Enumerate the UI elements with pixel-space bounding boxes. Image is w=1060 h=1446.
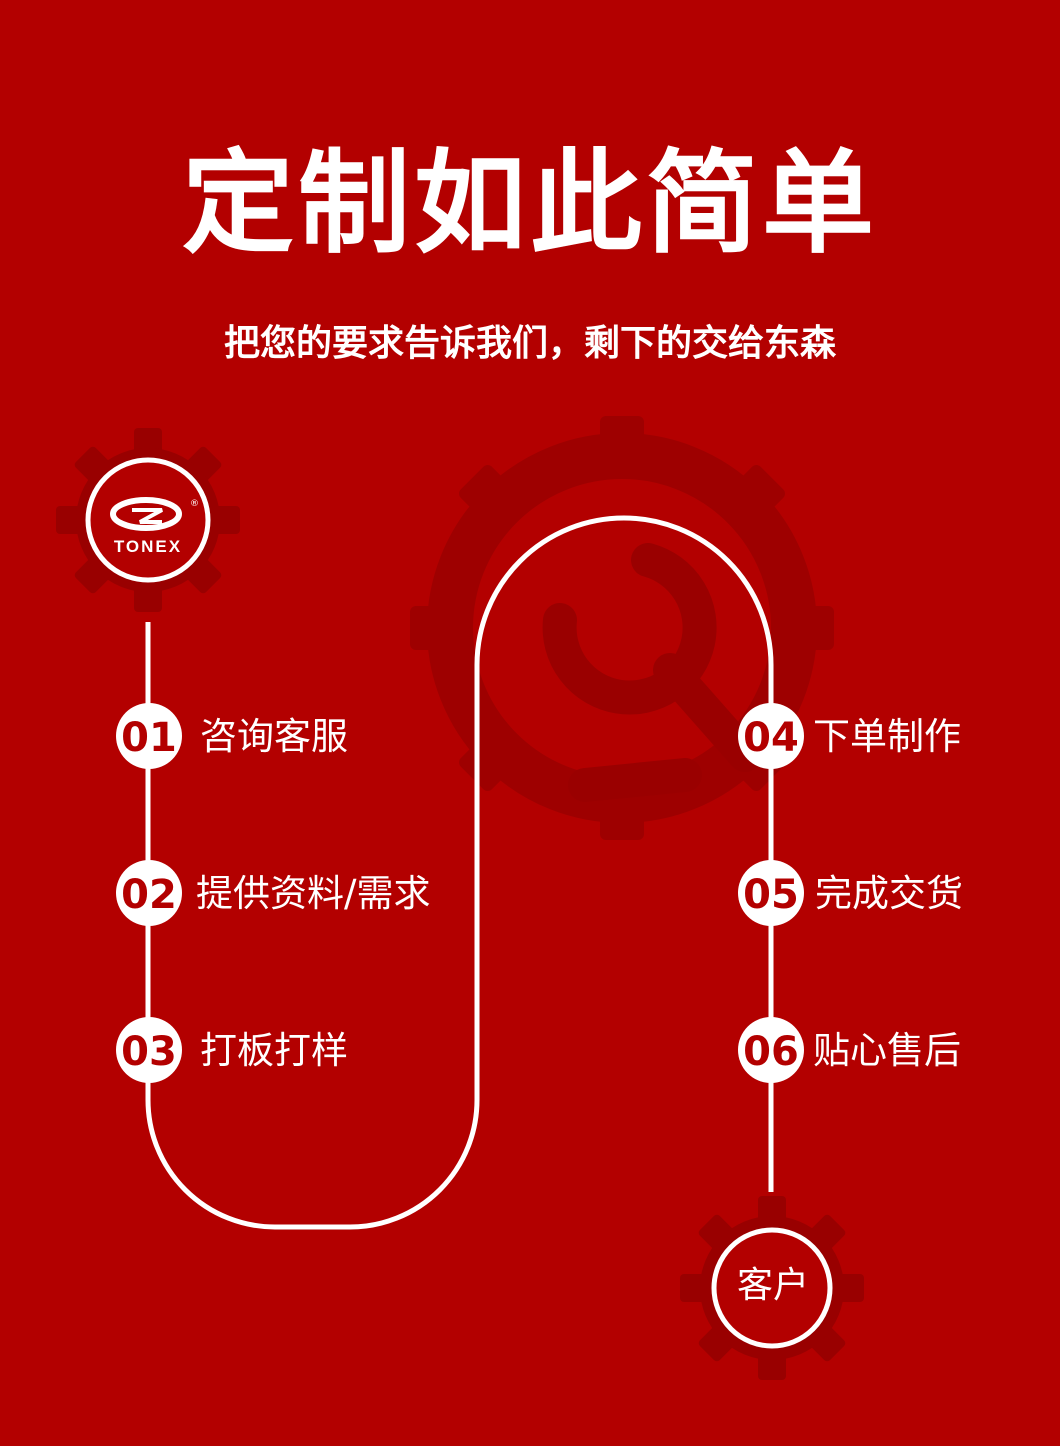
step-node-06: 06 (738, 1017, 804, 1083)
step-number: 02 (121, 872, 177, 918)
step-label-01: 咨询客服 (200, 715, 348, 758)
logo-text: TONEX (114, 537, 182, 556)
step-label-06: 贴心售后 (813, 1029, 961, 1072)
step-node-05: 05 (738, 860, 804, 926)
step-label-03: 打板打样 (200, 1029, 348, 1072)
gear-icon (410, 416, 834, 840)
end-node-label: 客户 (736, 1265, 809, 1306)
step-node-03: 03 (116, 1017, 182, 1083)
step-number: 03 (121, 1029, 177, 1075)
registered-mark: ® (190, 499, 199, 509)
step-number: 04 (743, 715, 799, 761)
flow-path (145, 515, 774, 1230)
wrench-icon (542, 543, 762, 802)
step-node-02: 02 (116, 860, 182, 926)
step-label-05: 完成交货 (815, 872, 963, 915)
step-number: 05 (743, 872, 799, 918)
tonex-logo-icon: TONEX ® (85, 457, 211, 583)
step-number: 06 (743, 1029, 799, 1075)
step-label-04: 下单制作 (813, 715, 961, 758)
page-title: 定制如此简单 (182, 139, 878, 269)
step-number: 01 (121, 715, 177, 761)
step-node-01: 01 (116, 703, 182, 769)
step-label-02: 提供资料/需求 (196, 872, 431, 915)
page-subtitle: 把您的要求告诉我们，剩下的交给东森 (223, 323, 836, 364)
end-node-ring (711, 1227, 833, 1349)
step-node-04: 04 (738, 703, 804, 769)
